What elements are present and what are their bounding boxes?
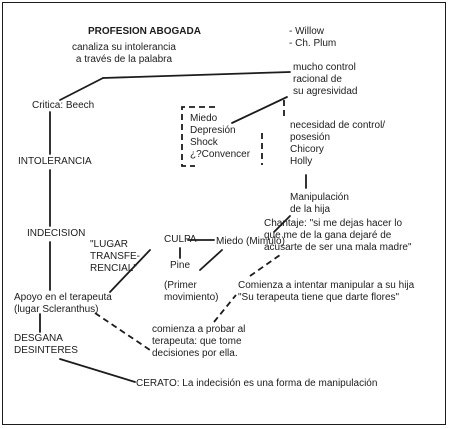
node-miedo-mimulo: Miedo (Mimulo) (216, 236, 285, 247)
node-indecision: INDECISION (27, 228, 86, 239)
node-comienza-intentar: Comienza a intentar manipular a su hija … (238, 280, 415, 303)
edge-intentar-to-chantaje (249, 254, 281, 277)
node-comienza-probar: comienza a probar al terapeuta: que tome… (152, 324, 246, 359)
edge-apoyo-to-comienza-probar (94, 312, 151, 351)
edge-critica-to-canaliza (59, 77, 104, 101)
node-canaliza: canaliza su intolerancia a través de la … (72, 42, 176, 65)
edge-probar-to-intentar (213, 294, 237, 323)
node-willow: - Willow - Ch. Plum (289, 26, 337, 49)
diagram-frame (2, 2, 446, 425)
edge-miedo-to-mucho-control (231, 96, 288, 124)
node-cerato: CERATO: La indecisión es una forma de ma… (136, 378, 378, 389)
node-profesion-abogada: PROFESION ABOGADA (88, 26, 201, 37)
edge-apoyo-to-culpa (109, 249, 151, 293)
edge-canaliza-to-willow (102, 71, 291, 79)
node-primer-movimiento: (Primer movimiento) (164, 280, 219, 303)
miedo-group-bracket-left (181, 106, 195, 167)
node-manipulacion: Manipulación de la hija (290, 192, 349, 215)
edge-pine-to-miedo-mimulo (199, 249, 223, 271)
node-mucho-control: mucho control racional de su agresividad (293, 62, 358, 97)
node-apoyo: Apoyo en el terapeuta (lugar Scleranthus… (14, 292, 112, 315)
node-chantaje: Chantaje: "si me dejas hacer lo que me d… (264, 218, 412, 253)
node-critica: Critica: Beech (32, 100, 95, 111)
node-intolerancia: INTOLERANCIA (18, 156, 92, 167)
edge-desgana-to-cerato (59, 358, 136, 383)
node-desgana: DESGANA DESINTERES (14, 333, 78, 356)
node-miedo-group: Miedo Depresión Shock ¿?Convencer (190, 113, 251, 160)
node-lugar-transferencial: "LUGAR TRANSFE- RENCIAL" (90, 239, 140, 274)
node-necesidad: necesidad de control/ posesión Chicory H… (290, 120, 386, 167)
node-culpa: CULPA (164, 234, 197, 245)
edge-miedo-mimulo-to-manipulacion (273, 215, 291, 233)
node-pine: Pine (170, 260, 191, 271)
